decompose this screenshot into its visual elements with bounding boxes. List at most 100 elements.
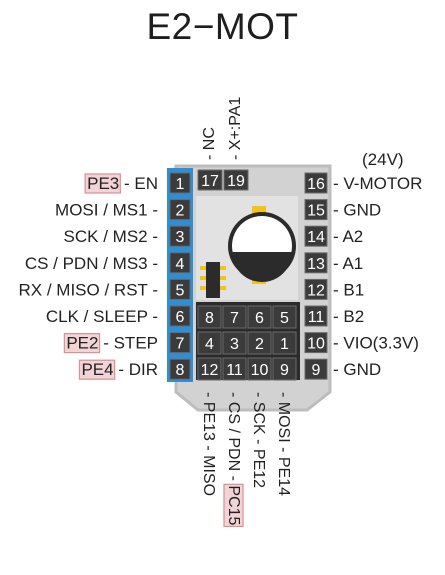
grid-bottom-pin-10-label: - SCK - PE12 [250, 392, 267, 488]
right-pin-12-number: 12 [307, 282, 325, 299]
left-pin-6-number: 6 [176, 309, 185, 326]
left-pin-1-label: PE3 - EN [87, 174, 158, 193]
right-pin-13-label: - A1 [333, 254, 363, 273]
right-pin-16-box [304, 172, 328, 194]
right-pin-9-number: 9 [312, 362, 321, 379]
left-pin-1-function: - EN [119, 174, 158, 193]
left-pin-8-tag-highlight [78, 359, 116, 380]
right-pin-15-label: - GND [333, 201, 381, 220]
grid-top-pin-5-box [272, 305, 297, 329]
left-pin-1-box [169, 172, 191, 194]
left-pin-4-number: 4 [176, 256, 185, 273]
ic-chip [200, 262, 226, 298]
left-pin-7-tag-highlight [63, 333, 101, 354]
left-pin-7-function: - STEP [98, 334, 158, 353]
left-pin-6-box [169, 305, 191, 327]
top-pin-17-label: - NC [201, 127, 218, 160]
left-pin-3-label: SCK / MS2 - [64, 227, 158, 246]
right-pin-15-box [304, 199, 328, 221]
board-title: E2−MOT [146, 6, 299, 47]
capacitor-component [228, 206, 296, 284]
grid-top-pin-5-number: 5 [280, 310, 289, 327]
left-pin-1-number: 1 [176, 176, 185, 193]
grid-top-pin-7-number: 7 [230, 310, 239, 327]
grid-bottom-pin-11-function: - CS / PDN - [225, 392, 242, 485]
right-pin-12-label: - B1 [333, 280, 364, 299]
grid-bottom-pin-12-number: 12 [201, 362, 219, 379]
left-pin-7-label: PE2 - STEP [66, 334, 158, 353]
left-pin-5-label: RX / MISO / RST - [19, 280, 158, 299]
grid-mid-pin-3-box [222, 331, 247, 355]
right-pin-12-box [304, 278, 328, 300]
grid-bottom-pin-9-label: - MOSI - PE14 [275, 392, 292, 496]
left-pin-4-label: CS / PDN / MS3 - [25, 254, 158, 273]
left-pin-7-number: 7 [176, 336, 185, 353]
grid-top-pin-6-box [247, 305, 272, 329]
grid-mid-pin-1-box [272, 331, 297, 355]
top-pin-17-number: 17 [201, 173, 219, 190]
left-pin-3-box [169, 225, 191, 247]
left-pin-5-number: 5 [176, 282, 185, 299]
grid-bottom-pin-9-function: - MOSI - PE14 [275, 392, 292, 496]
grid-mid-pin-4-box [197, 331, 222, 355]
right-pin-14-box [304, 225, 328, 247]
right-pin-14-label: - A2 [333, 227, 363, 246]
left-pin-5-box [169, 278, 191, 300]
grid-bottom-pin-9-number: 9 [280, 362, 289, 379]
left-pin-1-tag-highlight [84, 173, 121, 194]
right-pin-11-box [304, 305, 328, 327]
grid-bottom-pin-12-function: - PE13 - MISO [200, 392, 217, 496]
grid-mid-pin-4-number: 4 [205, 336, 214, 353]
grid-bottom-pin-11-port-tag: PC15 [225, 485, 242, 525]
grid-bottom-pin-11-box [222, 357, 247, 381]
grid-bottom-pin-11-label: - CS / PDN - PC15 [225, 392, 242, 525]
left-pin-7-box [169, 332, 191, 354]
grid-bottom-pin-9-box [272, 357, 297, 381]
right-pin-16-note: (24V) [362, 150, 404, 169]
right-pin-10-number: 10 [307, 336, 325, 353]
grid-bottom-pin-12-box [197, 357, 222, 381]
grid-mid-pin-1-number: 1 [280, 336, 289, 353]
left-pin-6-label: CLK / SLEEP - [46, 307, 158, 326]
right-pin-13-box [304, 252, 328, 274]
right-pin-15-number: 15 [307, 203, 325, 220]
left-pin-1-port-tag: PE3 [87, 174, 119, 193]
grid-mid-pin-2-box [247, 331, 272, 355]
left-pin-8-port-tag: PE4 [81, 360, 113, 379]
right-pin-11-number: 11 [308, 309, 325, 326]
grid-top-pin-8-number: 8 [205, 310, 214, 327]
left-pin-3-number: 3 [176, 229, 185, 246]
left-pin-2-box [169, 199, 191, 221]
top-pin-17-box [197, 169, 223, 191]
left-pin-8-function: - DIR [114, 360, 158, 379]
left-pin-4-box [169, 252, 191, 274]
top-pin-19-number: 19 [227, 173, 245, 190]
grid-bottom-pin-12-label: - PE13 - MISO [200, 392, 217, 496]
top-pin-19-box [223, 169, 249, 191]
right-pin-16-label: - V-MOTOR [333, 174, 422, 193]
left-pin-8-label: PE4 - DIR [81, 360, 158, 379]
right-pin-10-label: - VIO(3.3V) [333, 334, 419, 353]
left-pin-2-label: MOSI / MS1 - [55, 201, 158, 220]
right-pin-9-box [304, 358, 328, 380]
grid-mid-pin-3-number: 3 [230, 336, 239, 353]
grid-mid-pin-2-number: 2 [255, 336, 264, 353]
grid-bottom-pin-10-box [247, 357, 272, 381]
grid-bottom-pin-10-number: 10 [251, 362, 269, 379]
right-pin-11-label: - B2 [333, 307, 364, 326]
grid-bottom-pin-11-tag-highlight [223, 483, 244, 528]
grid-top-pin-7-box [222, 305, 247, 329]
top-pin-19-label: - X+:PA1 [227, 97, 244, 160]
right-pin-9-label: - GND [333, 360, 381, 379]
right-pin-10-box [304, 332, 328, 354]
grid-bottom-pin-10-function: - SCK - PE12 [250, 392, 267, 488]
right-pin-13-number: 13 [307, 256, 325, 273]
left-pin-2-number: 2 [176, 203, 185, 220]
left-pin-8-number: 8 [176, 362, 185, 379]
grid-bottom-pin-11-number: 11 [226, 362, 243, 379]
grid-top-pin-8-box [197, 305, 222, 329]
right-pin-14-number: 14 [307, 229, 325, 246]
right-pin-16-number: 16 [307, 176, 325, 193]
